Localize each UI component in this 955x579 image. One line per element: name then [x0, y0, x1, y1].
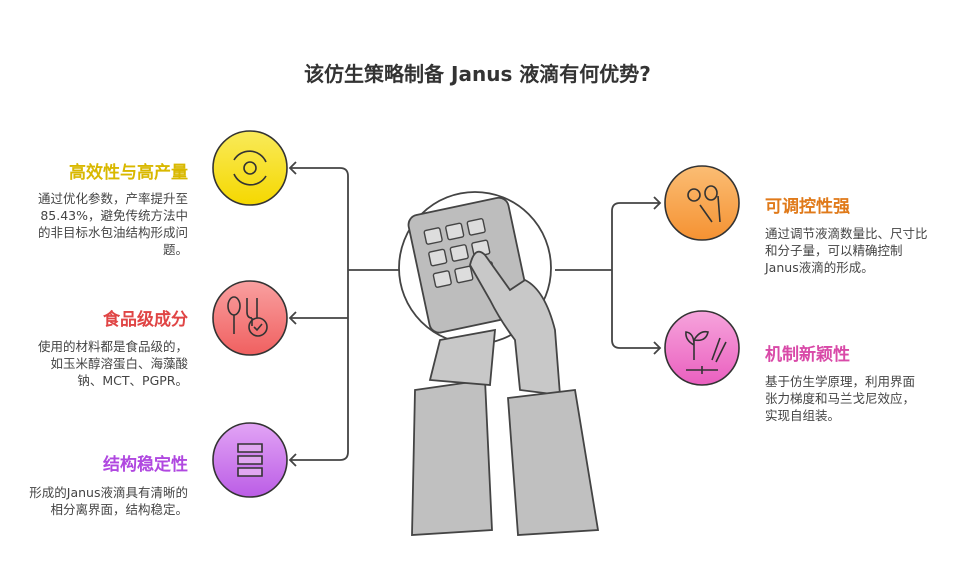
item-desc: 通过优化参数，产率提升至85.43%，避免传统方法中的非目标水包油结构形成问题。 [37, 191, 188, 257]
utensils-check-icon [212, 280, 288, 356]
item-desc: 形成的Janus液滴具有清晰的相分离界面，结构稳定。 [29, 485, 188, 517]
item-desc: 使用的材料都是食品级的，如玉米醇溶蛋白、海藻酸钠、MCT、PGPR。 [37, 339, 188, 388]
gear-cycle-icon [212, 130, 288, 206]
connector-lines [288, 161, 662, 467]
hand-calculator-illustration [398, 191, 600, 536]
hand-gear-icon [664, 165, 740, 241]
item-title: 结构稳定性 [103, 455, 188, 475]
item-title: 机制新颖性 [765, 345, 850, 365]
item-desc: 基于仿生学原理，利用界面张力梯度和马兰戈尼效应，实现自组装。 [765, 374, 916, 423]
item-title: 食品级成分 [103, 310, 188, 330]
page-title: 该仿生策略制备 Janus 液滴有何优势? [304, 62, 651, 86]
item-title: 高效性与高产量 [69, 163, 188, 183]
layers-icon [212, 422, 288, 498]
plant-hand-icon [664, 310, 740, 386]
item-desc: 通过调节液滴数量比、尺寸比和分子量，可以精确控制Janus液滴的形成。 [765, 226, 928, 275]
item-title: 可调控性强 [765, 197, 850, 217]
